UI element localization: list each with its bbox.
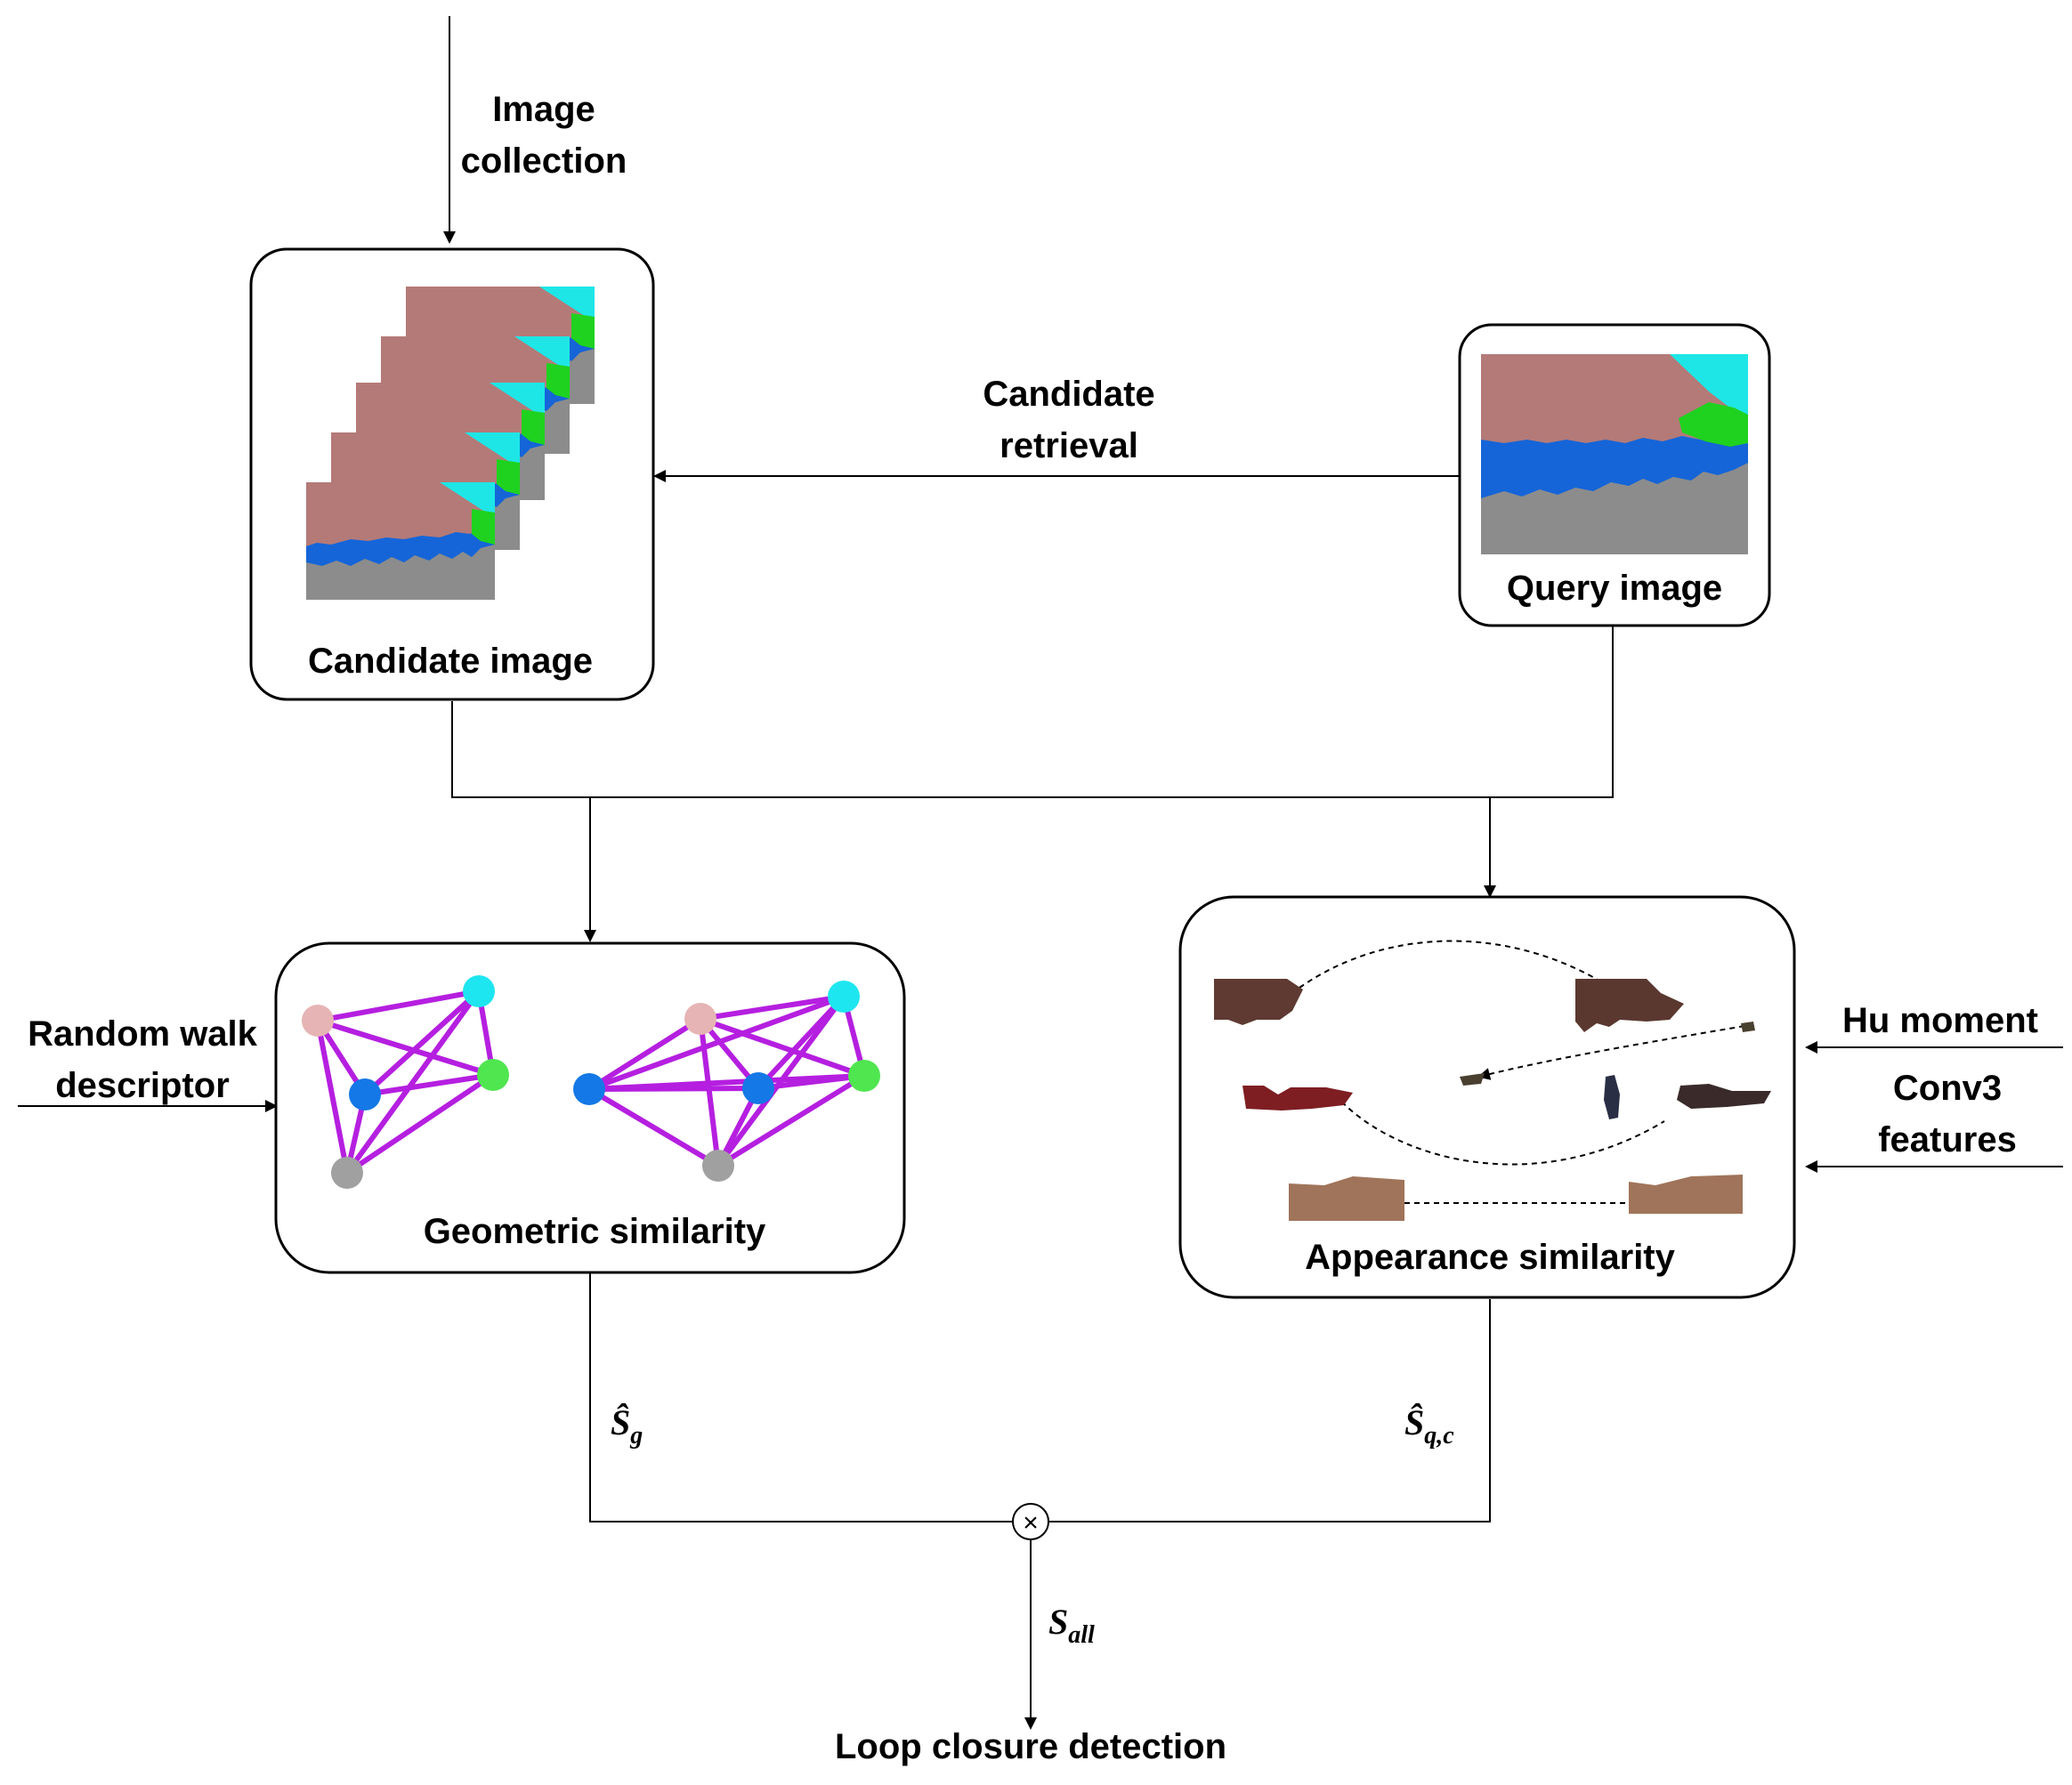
appearance-similarity-label: Appearance similarity xyxy=(1305,1238,1675,1277)
multiply-node xyxy=(1012,1503,1049,1540)
image-collection-label-1: Image xyxy=(492,90,595,129)
merge-line xyxy=(451,625,1614,798)
conv3-label-1: Conv3 xyxy=(1893,1069,2002,1108)
appearance-score-line xyxy=(1048,1299,1491,1522)
multiply-symbol: × xyxy=(1023,1508,1039,1538)
geometric-score-line xyxy=(589,1272,1013,1522)
loop-closure-label: Loop closure detection xyxy=(835,1727,1226,1766)
left-graph xyxy=(302,975,509,1189)
geometric-similarity-label: Geometric similarity xyxy=(424,1212,766,1251)
conv3-label-2: features xyxy=(1878,1120,2017,1159)
image-collection-label-2: collection xyxy=(461,141,627,181)
random-walk-label-2: descriptor xyxy=(55,1066,230,1105)
query-image-segmentation xyxy=(1481,354,1748,554)
score-geometric: Ŝg xyxy=(611,1402,643,1450)
score-all: Sall xyxy=(1048,1602,1095,1649)
right-graph xyxy=(573,981,880,1182)
score-appearance: Ŝq,c xyxy=(1404,1402,1454,1450)
random-walk-label-1: Random walk xyxy=(28,1014,258,1054)
query-image-label: Query image xyxy=(1507,569,1722,608)
candidate-retrieval-label-1: Candidate xyxy=(983,375,1154,414)
hu-moment-label: Hu moment xyxy=(1842,1001,2038,1040)
candidate-retrieval-label-2: retrieval xyxy=(1000,426,1138,465)
appearance-patches xyxy=(1214,940,1771,1221)
candidate-image-label: Candidate image xyxy=(308,642,593,681)
geometric-similarity-box xyxy=(274,941,906,1274)
